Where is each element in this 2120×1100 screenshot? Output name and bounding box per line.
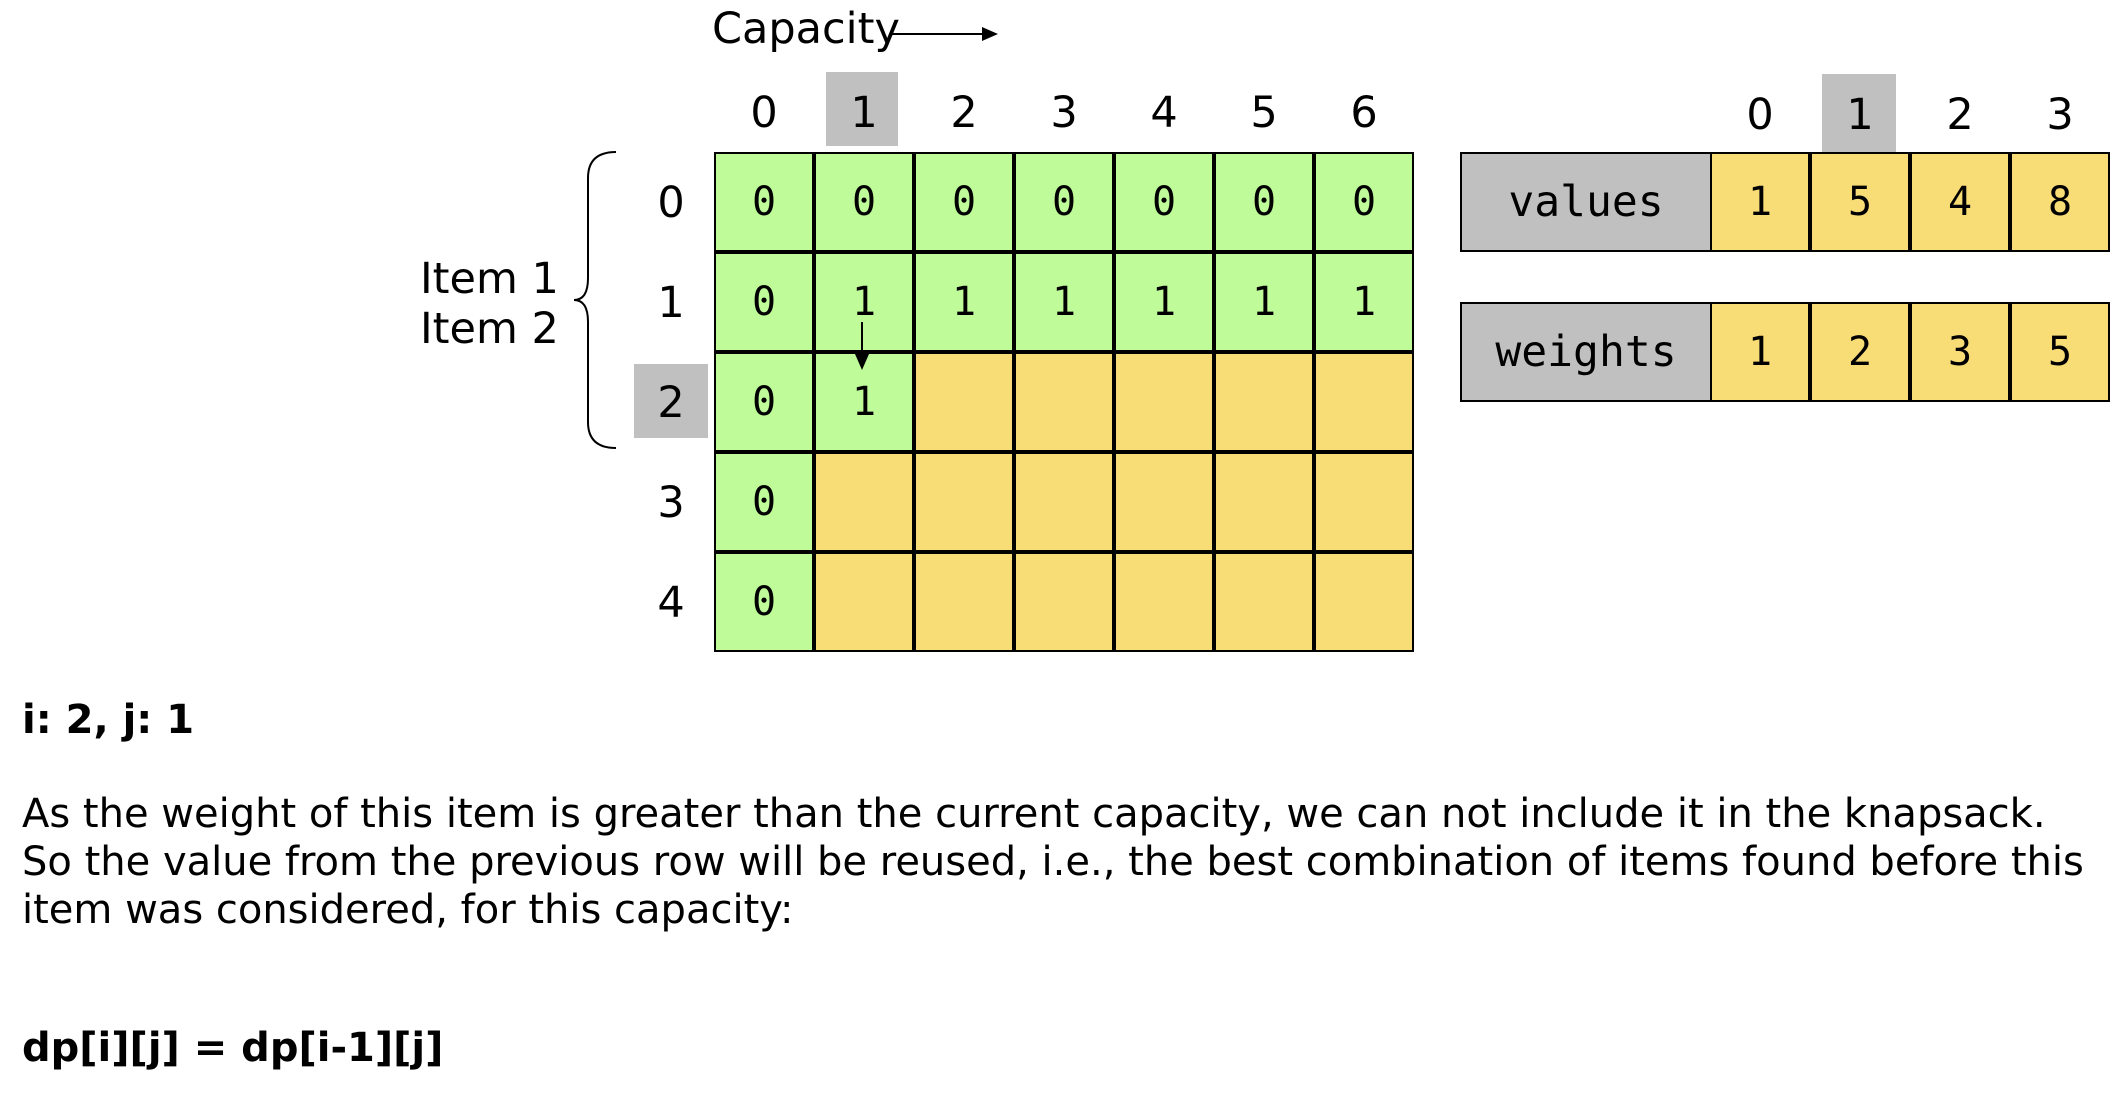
dp-cell-1-4: 1 [1114,252,1214,352]
capacity-arrow-icon [892,27,998,41]
row-header-4: 4 [657,578,685,628]
dp-cell-3-3 [1014,452,1114,552]
array-header-2: 2 [1946,90,1974,140]
item-brace-icon [573,151,617,449]
dp-cell-3-2 [914,452,1014,552]
dp-cell-2-0: 0 [714,352,814,452]
dp-cell-4-2 [914,552,1014,652]
dp-cell-1-1: 1 [814,252,914,352]
weights-cell-3: 5 [2010,302,2110,402]
dp-cell-1-0: 0 [714,252,814,352]
column-header-3: 3 [1050,88,1078,138]
values-label: values [1460,152,1712,252]
array-index-highlight [1822,74,1896,152]
row-header-1: 1 [657,278,685,328]
brace-label-item-1: Item 1 [420,254,559,304]
row-header-0: 0 [657,178,685,228]
dp-cell-2-6 [1314,352,1414,452]
dp-cell-3-4 [1114,452,1214,552]
weights-cell-2: 3 [1910,302,2010,402]
dp-cell-1-2: 1 [914,252,1014,352]
dp-cell-1-5: 1 [1214,252,1314,352]
dp-cell-2-4 [1114,352,1214,452]
values-cell-0: 1 [1710,152,1810,252]
dp-cell-1-3: 1 [1014,252,1114,352]
row-header-2: 2 [657,378,685,428]
dp-cell-2-3 [1014,352,1114,452]
weights-cell-1: 2 [1810,302,1910,402]
column-header-6: 6 [1350,88,1378,138]
dp-cell-3-5 [1214,452,1314,552]
explanation-line-1: As the weight of this item is greater th… [22,791,2046,837]
dp-cell-1-6: 1 [1314,252,1414,352]
values-cell-3: 8 [2010,152,2110,252]
dp-cell-4-0: 0 [714,552,814,652]
dp-cell-3-6 [1314,452,1414,552]
dp-cell-4-5 [1214,552,1314,652]
capacity-label: Capacity [712,4,900,54]
column-header-0: 0 [750,88,778,138]
row-header-3: 3 [657,478,685,528]
dp-cell-0-3: 0 [1014,152,1114,252]
dp-cell-4-4 [1114,552,1214,652]
formula: dp[i][j] = dp[i-1][j] [22,1025,444,1071]
weights-label: weights [1460,302,1712,402]
values-cell-2: 4 [1910,152,2010,252]
dp-cell-3-0: 0 [714,452,814,552]
column-header-5: 5 [1250,88,1278,138]
dp-cell-2-1: 1 [814,352,914,452]
dp-cell-0-2: 0 [914,152,1014,252]
array-header-1: 1 [1846,90,1874,140]
values-cell-1: 5 [1810,152,1910,252]
row-highlight [634,364,708,438]
column-header-4: 4 [1150,88,1178,138]
dp-cell-4-6 [1314,552,1414,652]
explanation-line-3: item was considered, for this capacity: [22,887,794,933]
dp-cell-3-1 [814,452,914,552]
dp-cell-0-0: 0 [714,152,814,252]
weights-cell-0: 1 [1710,302,1810,402]
array-header-0: 0 [1746,90,1774,140]
dp-cell-0-5: 0 [1214,152,1314,252]
column-highlight [826,72,898,146]
down-arrow-icon [855,322,869,370]
dp-cell-2-5 [1214,352,1314,452]
dp-cell-0-4: 0 [1114,152,1214,252]
dp-cell-4-3 [1014,552,1114,652]
column-header-2: 2 [950,88,978,138]
brace-label-item-2: Item 2 [420,304,559,354]
dp-cell-2-2 [914,352,1014,452]
array-header-3: 3 [2046,90,2074,140]
column-header-1: 1 [850,88,878,138]
dp-cell-0-6: 0 [1314,152,1414,252]
explanation-line-2: So the value from the previous row will … [22,839,2084,885]
dp-cell-0-1: 0 [814,152,914,252]
state-label: i: 2, j: 1 [22,697,195,743]
dp-cell-4-1 [814,552,914,652]
